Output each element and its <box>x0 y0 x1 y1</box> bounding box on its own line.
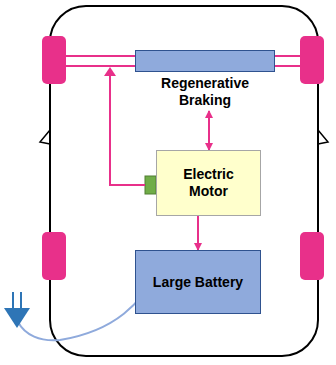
feedback-line <box>110 74 145 185</box>
charging-plug <box>4 308 30 328</box>
node-label: Large Battery <box>142 274 254 291</box>
car-body <box>50 6 318 356</box>
motor-box: Electric Motor <box>156 150 261 216</box>
wheel <box>42 232 66 280</box>
brake-box: Regenerative Braking <box>135 50 275 111</box>
node-label: Regenerative Braking <box>135 75 275 109</box>
battery-box: Large Battery <box>135 250 261 314</box>
node-label: Electric Motor <box>163 166 254 200</box>
connector-arrow <box>208 111 210 150</box>
brake-bar <box>135 50 275 72</box>
side-mirror <box>40 130 50 144</box>
side-mirror <box>318 130 328 144</box>
connector-arrow <box>197 216 199 250</box>
wheel <box>300 36 324 84</box>
wheel <box>42 36 66 84</box>
brake-label: Regenerative Braking <box>135 72 275 111</box>
arrowhead <box>104 67 116 76</box>
generator-block <box>145 176 156 194</box>
wheel <box>300 232 324 280</box>
plug-pin <box>20 292 22 308</box>
plug-pin <box>12 292 14 308</box>
